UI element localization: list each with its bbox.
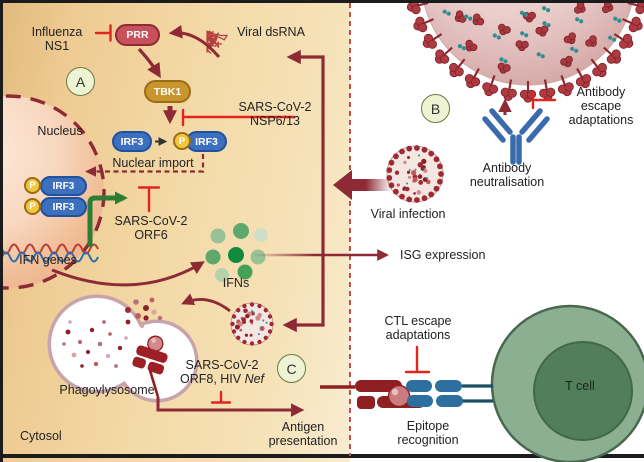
arrow-dsrna-to-prr <box>168 25 221 58</box>
panel-b-badge: B <box>421 94 450 123</box>
nuclear-irf3-node-1: IRF3 <box>40 176 87 196</box>
phosphate-icon: P <box>173 132 191 150</box>
figure-border-left <box>0 0 3 462</box>
viral-infection-virion-icon <box>386 145 444 203</box>
irf3-phospho-node: IRF3 <box>186 131 227 152</box>
t-cell-label: T cell <box>565 379 595 393</box>
viral-dsrna-icon <box>206 30 228 54</box>
transcription-start-arrow <box>87 191 128 247</box>
phosphate-icon: P <box>24 198 41 215</box>
nuclear-irf3-node-2: IRF3 <box>40 197 87 217</box>
t-cell-nucleus <box>533 341 633 441</box>
cytosol-label: Cytosol <box>20 429 62 443</box>
nuclear-import-dashed-path <box>96 154 205 173</box>
nuclear-import-arrowhead <box>85 166 96 177</box>
sars-orf8-hiv-nef-label: SARS-CoV-2 ORF8, HIV Nef <box>179 358 265 386</box>
feedback-connector-arrows <box>282 49 325 333</box>
dna-helix-icon <box>1 243 99 263</box>
mhc-stalk <box>147 366 160 398</box>
figure-border-bottom <box>0 454 644 458</box>
ifn-genes-label: IFN genes <box>19 253 77 267</box>
isg-expression-label: ISG expression <box>400 248 486 262</box>
ifns-label: IFNs <box>222 276 250 290</box>
mhc-in-phagolysosome-icon <box>132 335 168 375</box>
antibody-icon <box>482 108 550 165</box>
irf3-node: IRF3 <box>112 131 152 152</box>
phosphate-icon: P <box>24 177 41 194</box>
figure-border-top <box>0 0 644 3</box>
panel-c-badge: C <box>277 354 306 383</box>
tbk1-node: TBK1 <box>144 80 191 103</box>
arrow-antigen-presentation <box>156 397 305 417</box>
prr-node: PRR <box>115 24 160 46</box>
tcr-molecule-icon <box>406 380 463 407</box>
viral-infection-label: Viral infection <box>370 207 446 221</box>
phagolysosome-label: Phagoylysosome <box>59 383 155 397</box>
viral-dsrna-label: Viral dsRNA <box>237 25 305 39</box>
arrow-prr-to-tbk1 <box>137 47 161 79</box>
nucleus-label: Nucleus <box>37 124 83 138</box>
degraded-virus-particles <box>62 297 163 368</box>
nef-italic: Nef <box>244 372 265 386</box>
panel-a-badge: A <box>66 67 95 96</box>
nuclear-import-label: Nuclear import <box>112 156 194 170</box>
arrow-nucleus-to-ifns <box>51 261 205 287</box>
arrow-viral-infection <box>333 170 392 200</box>
ifn-molecules-icon <box>205 223 268 282</box>
arrow-virion-to-phagolysosome <box>181 293 231 313</box>
engulfed-virion-icon <box>230 302 274 346</box>
inhibition-lines <box>94 24 557 404</box>
coronavirus-icon <box>406 0 644 103</box>
